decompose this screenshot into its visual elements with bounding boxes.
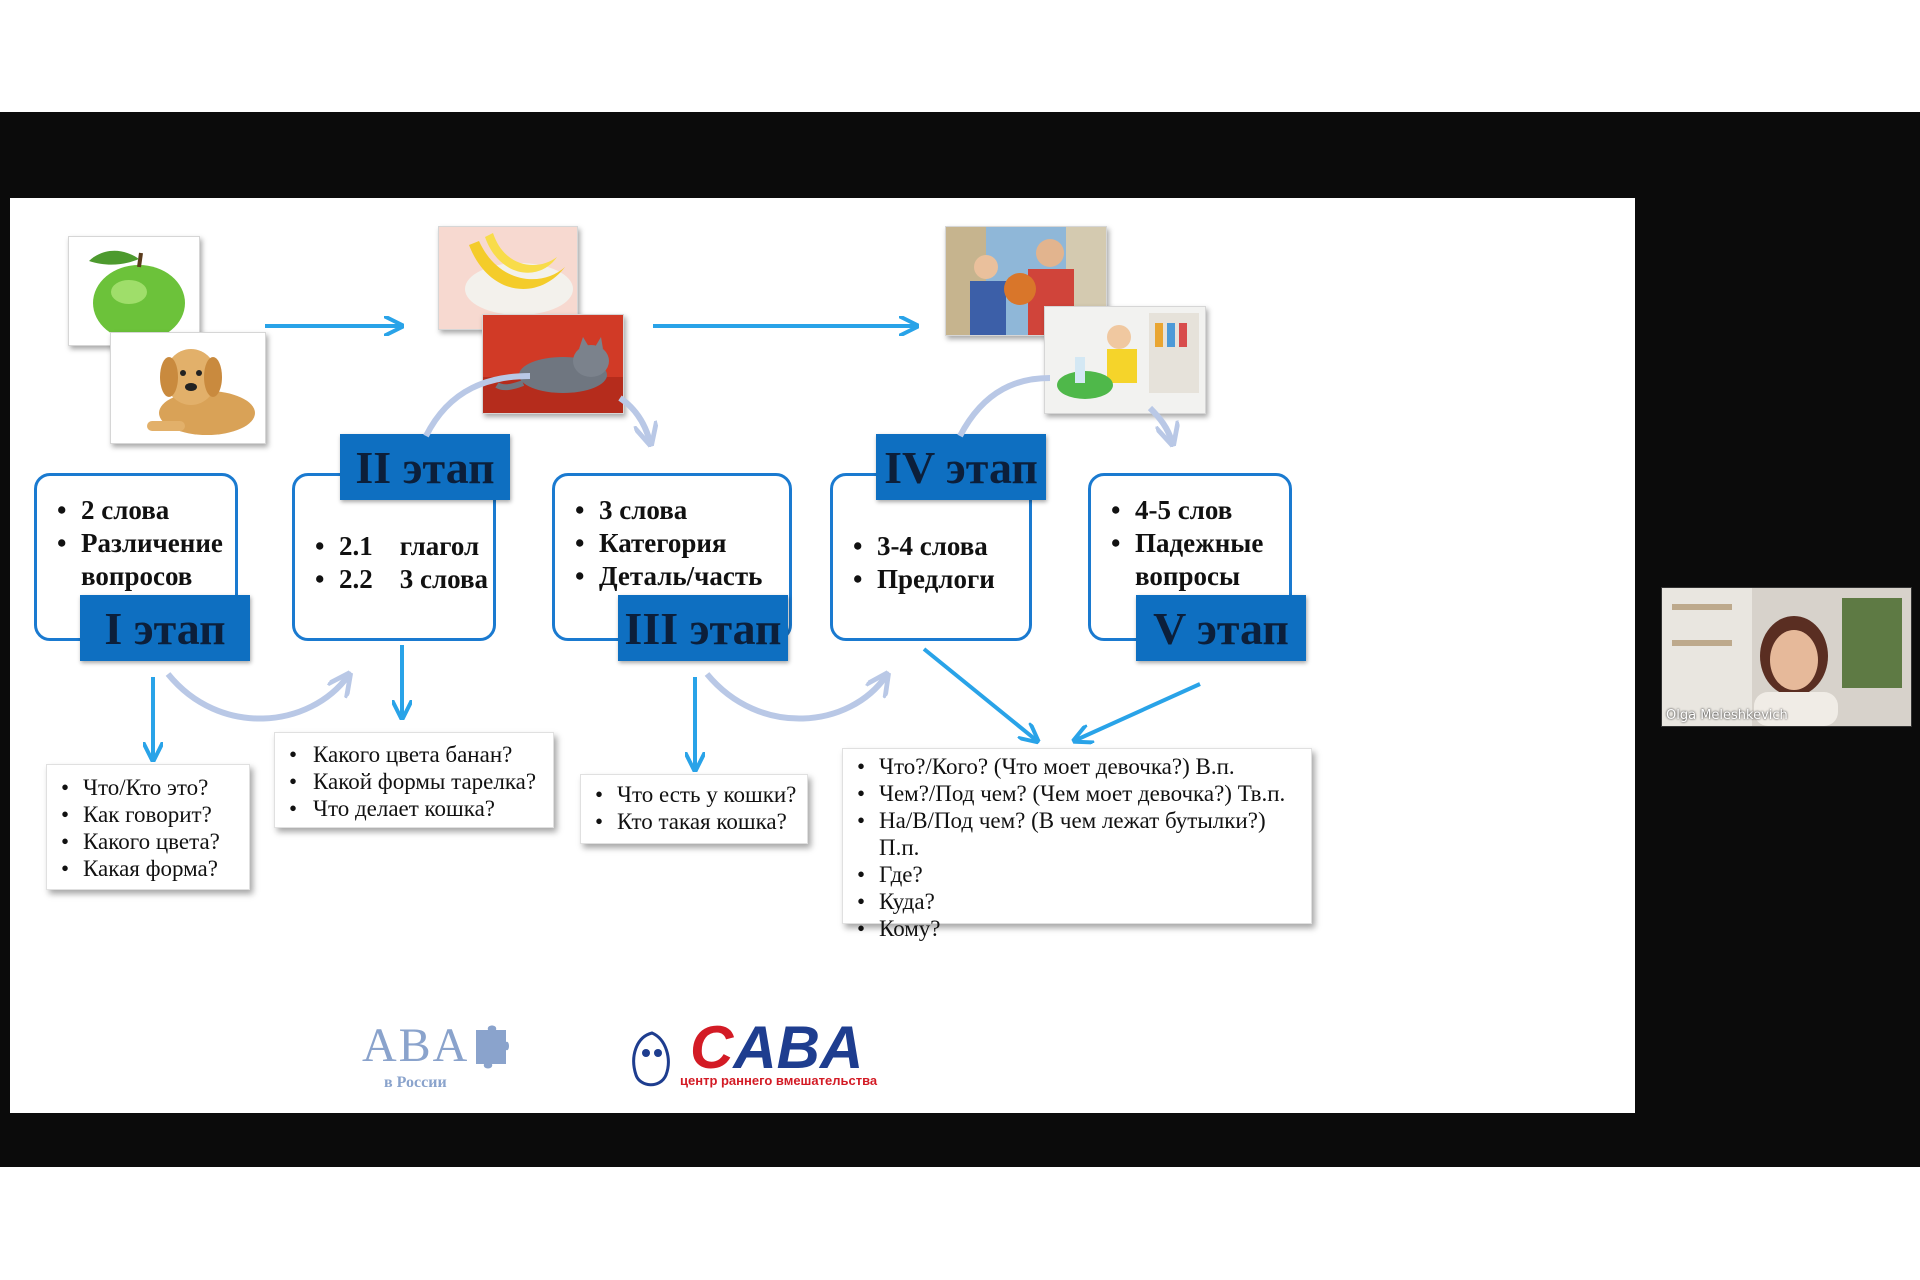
stage-1-item: Различение вопросов	[57, 527, 235, 593]
questions-stage-2: Какого цвета банан? Какой формы тарелка?…	[274, 732, 554, 828]
stage-4-item: Предлоги	[853, 563, 1029, 596]
question-item: Что/Кто это?	[47, 774, 249, 801]
owl-icon	[632, 1031, 670, 1087]
stage-3-item: Деталь/часть	[575, 560, 789, 593]
stage-1-item: 2 слова	[57, 494, 235, 527]
participant-video	[1662, 588, 1911, 726]
banana-photo	[438, 226, 578, 330]
stage-2-label: II этап	[340, 434, 510, 500]
question-item: Чем?/Под чем? (Чем моет девочка?) Тв.п.	[843, 780, 1311, 807]
curve-5	[957, 375, 1051, 438]
saba-logo-text: CABA	[690, 1014, 864, 1081]
stage-3-item: Категория	[575, 527, 789, 560]
questions-stage-4-5: Что?/Кого? (Что моет девочка?) В.п. Чем?…	[842, 748, 1312, 942]
dog-photo	[110, 332, 266, 444]
cat-photo	[482, 314, 624, 414]
stage-2-item: 2.1 глагол	[315, 530, 493, 563]
question-item: Что делает кошка?	[275, 795, 553, 822]
curve-1	[165, 674, 348, 722]
arrow-diag-4	[922, 647, 1036, 740]
curve-4	[618, 395, 650, 442]
aba-logo-subtitle: в России	[384, 1074, 447, 1091]
stage-3-label: III этап	[618, 595, 788, 661]
questions-stage-3: Что есть у кошки? Кто такая кошка?	[580, 774, 808, 844]
aba-logo: ABA в России	[362, 1018, 509, 1091]
question-item: Какого цвета?	[47, 828, 249, 855]
question-item: Какая форма?	[47, 855, 249, 882]
question-item: Кто такая кошка?	[581, 808, 807, 835]
participant-name: Olga Meleshkevich	[1666, 708, 1788, 723]
question-item: На/В/Под чем? (В чем лежат бутылки?) П.п…	[843, 807, 1311, 861]
stage-3-item: 3 слова	[575, 494, 789, 527]
saba-logo-subtitle: центр раннего вмешательства	[680, 1073, 878, 1088]
stage-5-item: Падежные вопросы	[1111, 527, 1289, 593]
stage-4-item: 3-4 слова	[853, 530, 1029, 563]
stage-2-item: 2.2 3 слова	[315, 563, 493, 596]
saba-logo: CABA центр раннего вмешательства	[622, 1013, 902, 1103]
aba-logo-text: ABA	[362, 1019, 470, 1072]
girl-cleaning-photo	[1044, 306, 1206, 414]
participant-video-tile[interactable]: Olga Meleshkevich	[1661, 587, 1912, 727]
stage-5-item: 4-5 слов	[1111, 494, 1289, 527]
question-item: Какого цвета банан?	[275, 741, 553, 768]
curve-2	[704, 674, 886, 722]
stage-1-label: I этап	[80, 595, 250, 661]
question-item: Что?/Кого? (Что моет девочка?) В.п.	[843, 753, 1311, 780]
stage-4-label: IV этап	[876, 434, 1046, 500]
question-item: Где?	[843, 861, 1311, 888]
arrow-diag-5	[1076, 682, 1201, 740]
puzzle-icon	[476, 1025, 509, 1069]
question-item: Куда?	[843, 888, 1311, 915]
shared-slide: 2 слова Различение вопросов I этап 2.1 г…	[10, 198, 1635, 1113]
apple-photo	[68, 236, 200, 346]
question-item: Что есть у кошки?	[581, 781, 807, 808]
question-item: Как говорит?	[47, 801, 249, 828]
question-item: Какой формы тарелка?	[275, 768, 553, 795]
questions-stage-1: Что/Кто это? Как говорит? Какого цвета? …	[46, 764, 250, 890]
question-item: Кому?	[843, 915, 1311, 942]
stage-2-box: 2.1 глагол 2.2 3 слова	[292, 473, 496, 641]
stage-5-label: V этап	[1136, 595, 1306, 661]
